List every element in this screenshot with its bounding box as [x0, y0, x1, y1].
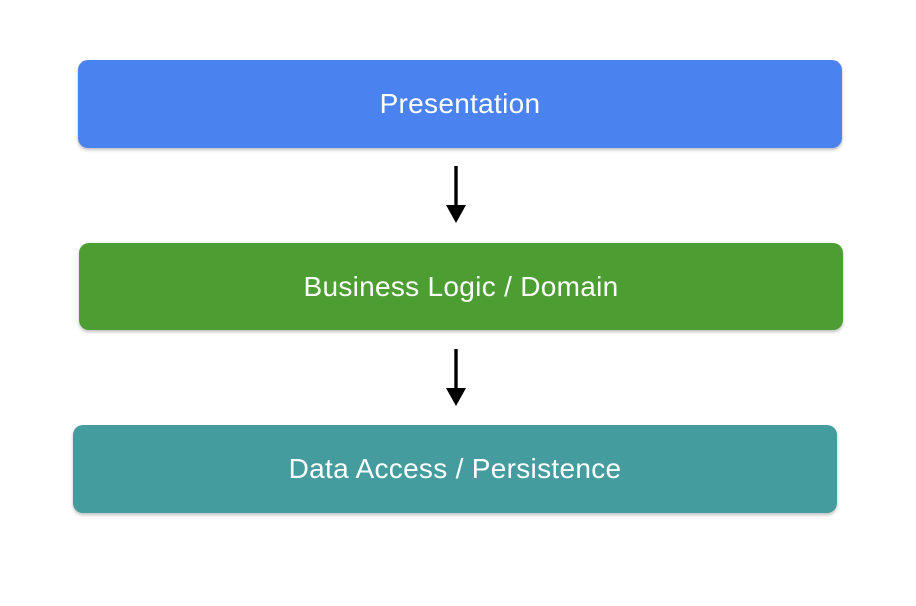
layer-label-data-access: Data Access / Persistence	[288, 453, 622, 484]
layer-box-business-logic: Business Logic / Domain	[79, 243, 843, 330]
arrow-down-icon	[446, 349, 466, 406]
layer-label-presentation: Presentation	[379, 88, 541, 119]
arrow-down-icon	[446, 166, 466, 223]
layer-box-data-access: Data Access / Persistence	[73, 425, 837, 513]
layer-label-business-logic: Business Logic / Domain	[303, 270, 619, 302]
layer-box-presentation: Presentation	[78, 60, 842, 148]
